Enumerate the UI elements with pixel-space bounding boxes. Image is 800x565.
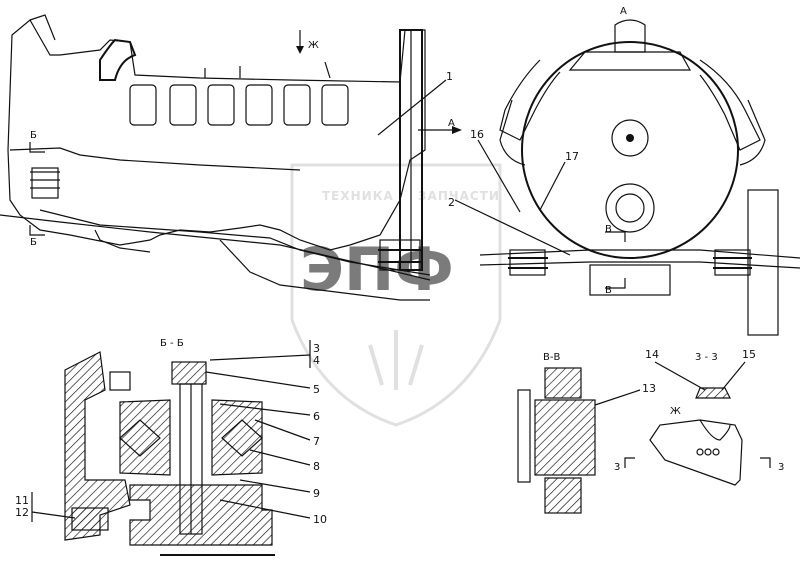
center-mount bbox=[378, 239, 422, 271]
watermark-text-top: ТЕХНИКА bbox=[322, 189, 394, 203]
callout-4: 4 bbox=[313, 354, 320, 367]
callout-16: 16 bbox=[470, 128, 484, 141]
callout-5: 5 bbox=[313, 383, 320, 396]
view-zh-right-label: Ж bbox=[670, 406, 681, 417]
cut-v-top-label: В bbox=[605, 224, 612, 235]
watermark: ТЕХНИКА ЗАПЧАСТИ ЭПФ bbox=[290, 163, 502, 427]
callout-11: 11 bbox=[15, 494, 29, 507]
cut-b-top-label: Б bbox=[30, 130, 37, 141]
callout-17: 17 bbox=[565, 150, 579, 163]
callout-7: 7 bbox=[313, 435, 320, 448]
watermark-text-right: ЗАПЧАСТИ bbox=[418, 189, 500, 203]
left-mount bbox=[30, 167, 60, 199]
front-right-mount bbox=[713, 249, 752, 276]
callout-8: 8 bbox=[313, 460, 320, 473]
arrow-a-label: А bbox=[448, 118, 455, 129]
callout-10: 10 bbox=[313, 513, 327, 526]
engine-front-view: А В В bbox=[479, 6, 800, 336]
section-vv-label: В-В bbox=[543, 352, 560, 363]
section-zz-label: 3 - 3 bbox=[695, 352, 718, 363]
front-left-mount bbox=[508, 249, 548, 276]
wheat-icon bbox=[368, 330, 424, 390]
view-arrow-zh: Ж bbox=[296, 30, 319, 54]
callout-9: 9 bbox=[313, 487, 320, 500]
view-zh-top-label: Ж bbox=[308, 40, 319, 51]
callout-3: 3 bbox=[313, 342, 320, 355]
cut-z-left-label: 3 bbox=[614, 462, 620, 473]
cut-z-right-label: 3 bbox=[778, 462, 784, 473]
cut-marker-b: Б Б bbox=[29, 130, 45, 248]
intake-ports bbox=[129, 84, 349, 126]
watermark-logo: ЭПФ bbox=[300, 235, 454, 305]
section-bb: Б - Б bbox=[31, 338, 311, 556]
callout-2: 2 bbox=[448, 196, 455, 209]
engine-side-view bbox=[0, 14, 431, 301]
cut-b-bottom-label: Б bbox=[30, 237, 37, 248]
view-a-label: А bbox=[620, 6, 627, 17]
callout-14: 14 bbox=[645, 348, 659, 361]
section-bb-label: Б - Б bbox=[160, 338, 184, 349]
callout-1: 1 bbox=[446, 70, 453, 83]
leader-lines bbox=[377, 79, 571, 256]
callout-13: 13 bbox=[642, 382, 656, 395]
cut-v-bottom-label: В bbox=[605, 285, 612, 296]
view-arrow-a: А bbox=[418, 118, 462, 134]
section-vv: В-В bbox=[517, 352, 641, 514]
section-zz: 3 - 3 Ж 3 3 bbox=[614, 352, 784, 486]
callout-15: 15 bbox=[742, 348, 756, 361]
callout-12: 12 bbox=[15, 506, 29, 519]
callout-6: 6 bbox=[313, 410, 320, 423]
